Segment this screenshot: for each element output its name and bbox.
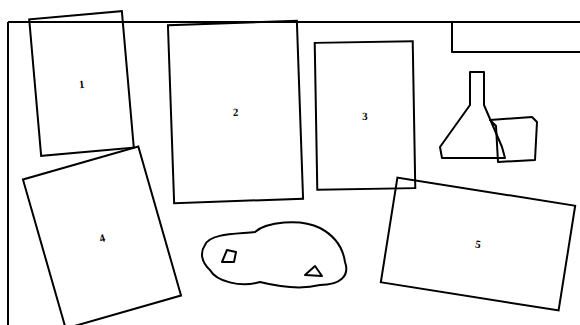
- card-number: 5: [474, 238, 481, 251]
- numbered-card: 5: [380, 176, 577, 311]
- card-number: 4: [98, 230, 107, 243]
- beaker-outline: [490, 117, 537, 162]
- saturn-hole: [222, 250, 236, 262]
- numbered-card: 1: [28, 10, 135, 157]
- card-number: 1: [78, 77, 85, 89]
- numbered-card: 4: [22, 145, 183, 325]
- card-number: 2: [232, 106, 238, 118]
- frame-line: [7, 22, 9, 325]
- flask-outline: [440, 72, 505, 158]
- numbered-card: 2: [166, 20, 303, 204]
- saturn-hole: [305, 266, 322, 276]
- saturn-outline: [202, 222, 346, 287]
- card-number: 3: [362, 109, 368, 121]
- corner-panel: [452, 22, 580, 52]
- numbered-card: 3: [314, 40, 417, 191]
